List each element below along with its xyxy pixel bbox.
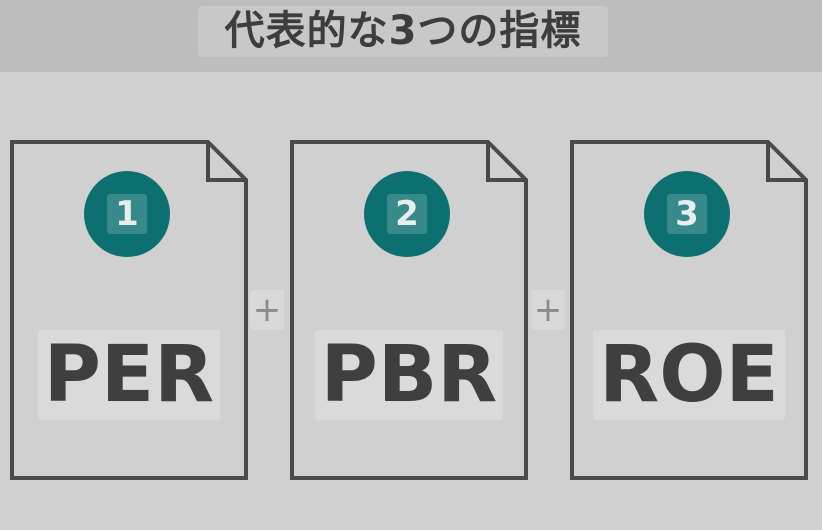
document-icon [570, 140, 808, 480]
title-bar: 代表的な3つの指標 [0, 0, 822, 72]
plus-icon: + [250, 290, 284, 330]
document-card-roe: 3 ROE [570, 140, 808, 480]
number-badge: 3 [644, 171, 730, 257]
indicator-label: PER [10, 330, 248, 420]
indicator-label: ROE [570, 330, 808, 420]
indicator-label: PBR [290, 330, 528, 420]
number-badge: 1 [84, 171, 170, 257]
document-icon [10, 140, 248, 480]
diagram-title: 代表的な3つの指標 [198, 6, 608, 57]
document-icon [290, 140, 528, 480]
plus-icon: + [531, 290, 565, 330]
document-card-pbr: 2 PBR [290, 140, 528, 480]
document-card-per: 1 PER [10, 140, 248, 480]
number-badge: 2 [364, 171, 450, 257]
